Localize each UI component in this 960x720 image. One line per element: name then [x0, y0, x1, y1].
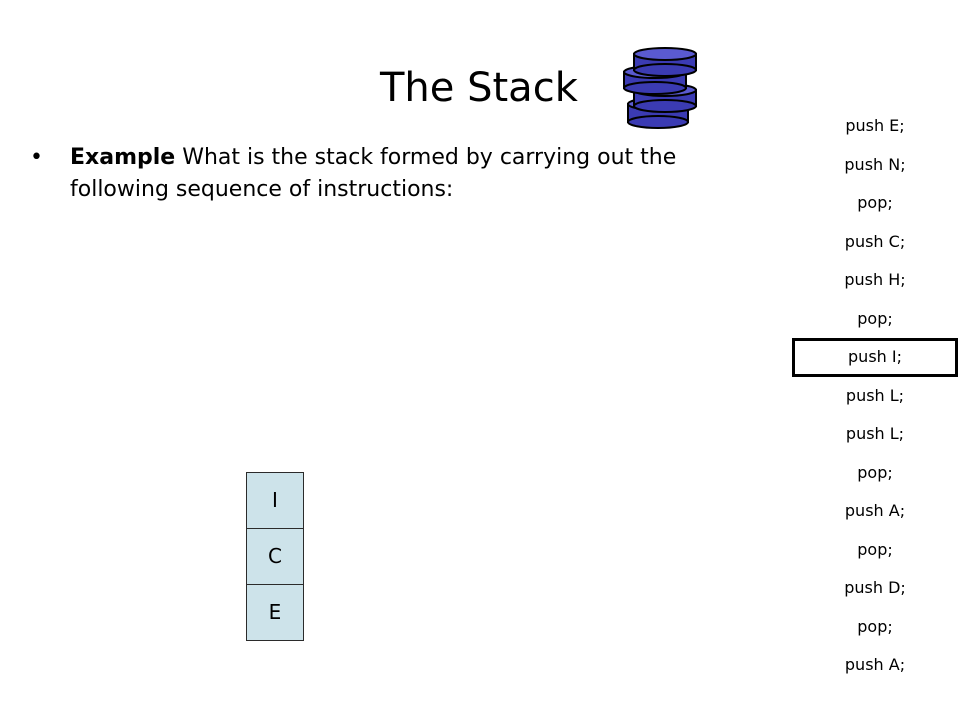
- bullet-bold-label: Example: [70, 145, 176, 170]
- instruction-item: pop;: [857, 539, 893, 559]
- instruction-item: push N;: [844, 154, 906, 174]
- instruction-item: push D;: [844, 578, 906, 597]
- instruction-item: push H;: [844, 270, 906, 289]
- instruction-list: push E; push N; pop; push C; push H; pop; push…: [792, 107, 958, 685]
- stack-cell: I: [246, 472, 304, 529]
- instruction-item: push L;: [845, 424, 905, 443]
- instruction-item: push L;: [845, 385, 905, 405]
- instruction-item: push C;: [844, 231, 906, 251]
- current-instruction: push I;: [792, 338, 958, 377]
- instruction-item: pop;: [857, 308, 893, 328]
- bullet-question: What is the stack formed by carrying out…: [70, 145, 677, 202]
- instruction-item: push A;: [844, 501, 906, 520]
- instruction-item: pop;: [857, 193, 893, 212]
- slide-title: The Stack: [380, 65, 578, 111]
- stack-cell: E: [246, 585, 304, 641]
- instruction-item: pop;: [857, 616, 893, 636]
- bullet-text: Example What is the stack formed by carr…: [70, 142, 730, 206]
- instruction-item: push A;: [844, 655, 906, 674]
- instruction-item: push E;: [845, 116, 905, 135]
- stack-cell: C: [246, 529, 304, 585]
- stack-of-discs-icon: [623, 47, 697, 129]
- bullet-dot: •: [30, 145, 43, 170]
- instruction-item: pop;: [857, 462, 893, 482]
